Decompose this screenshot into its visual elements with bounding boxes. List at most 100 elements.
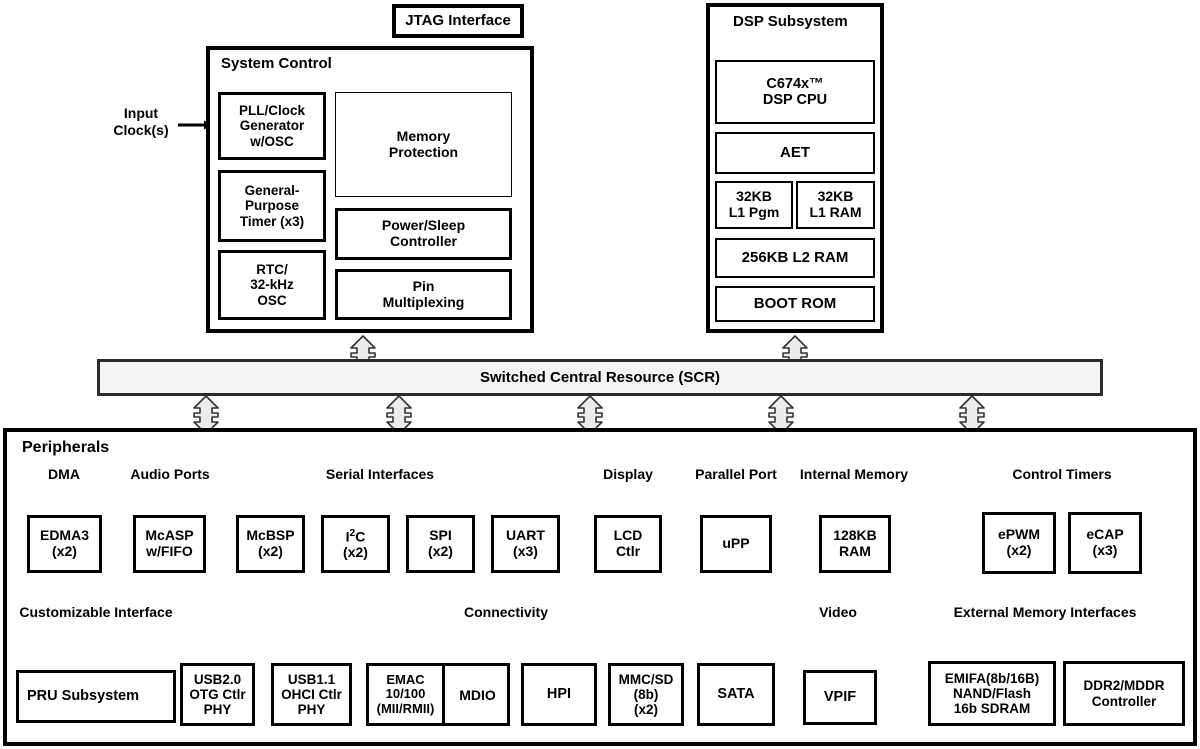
block-i2c[interactable]: I2C (x2) [321,515,390,573]
ddr2-line2: Controller [1091,693,1157,709]
block-32kb-l1-pgm[interactable]: 32KB L1 Pgm [715,181,793,229]
l2-ram-label: 256KB L2 RAM [741,248,849,266]
mcasp-line2: w/FIFO [146,543,193,559]
ram128-line2: RAM [839,543,871,559]
pwr-sleep-line2: Controller [390,233,457,249]
block-mdio[interactable]: MDIO [448,666,507,723]
l1-ram-line1: 32KB [817,188,854,205]
block-pll-clock-generator[interactable]: PLL/Clock Generator w/OSC [218,92,326,160]
system-control-title: System Control [221,55,332,72]
upp-label: uPP [722,535,750,552]
gp-timer-line3: Timer (x3) [239,213,305,229]
dsp-cpu-line2: DSP CPU [762,92,828,108]
l1-ram-line2: L1 RAM [809,204,862,220]
block-emifa[interactable]: EMIFA(8b/16B) NAND/Flash 16b SDRAM [928,661,1056,726]
block-power-sleep-controller[interactable]: Power/Sleep Controller [335,208,512,260]
emac-line3: (MII/RMII) [376,700,435,716]
group-label-video: Video [819,604,857,620]
pll-line2: Generator [239,118,305,134]
block-edma3[interactable]: EDMA3 (x2) [27,515,102,573]
mdio-label: MDIO [459,686,496,703]
block-jtag-interface[interactable]: JTAG Interface [392,4,524,38]
lcd-line2: Ctlr [615,543,641,559]
group-label-serial-interfaces: Serial Interfaces [325,466,435,482]
scr-label: Switched Central Resource (SCR) [479,369,721,386]
block-upp[interactable]: uPP [700,515,772,573]
block-rtc-32khz-osc[interactable]: RTC/ 32-kHz OSC [218,250,326,320]
emac-line2: 10/100 [385,686,426,702]
block-c674x-dsp-cpu[interactable]: C674x™ DSP CPU [715,60,875,124]
mmcsd-line3: (x2) [633,702,658,718]
block-ecap[interactable]: eCAP (x3) [1068,512,1142,574]
block-mcbsp[interactable]: McBSP (x2) [236,515,305,573]
spi-line1: SPI [429,527,452,544]
gp-timer-line1: General- [244,183,300,199]
group-label-audio-ports: Audio Ports [130,466,210,482]
emifa-line1: EMIFA(8b/16B) [944,670,1040,686]
block-lcd-ctlr[interactable]: LCD Ctlr [594,515,662,573]
i2c-line2: (x2) [343,543,368,560]
dsp-subsystem-title: DSP Subsystem [733,13,848,30]
usb11-line2: OHCI Ctlr [281,686,342,702]
block-memory-protection[interactable]: Memory Protection [335,92,512,197]
pll-line3: w/OSC [250,133,294,149]
l1-pgm-line1: 32KB [736,188,772,205]
pwr-sleep-line1: Power/Sleep [381,217,466,234]
group-label-customizable-interface: Customizable Interface [19,604,173,620]
pll-line1: PLL/Clock [238,103,305,119]
block-spi[interactable]: SPI (x2) [406,515,475,573]
sata-label: SATA [717,686,755,703]
mmcsd-line1: MMC/SD [618,671,674,687]
emifa-line3: 16b SDRAM [953,701,1031,717]
uart-line2: (x3) [513,543,538,559]
block-32kb-l1-ram[interactable]: 32KB L1 RAM [796,181,875,229]
block-128kb-ram[interactable]: 128KB RAM [819,515,891,573]
block-pin-multiplexing[interactable]: Pin Multiplexing [335,269,512,320]
block-ddr2-mddr-controller[interactable]: DDR2/MDDR Controller [1063,661,1185,726]
boot-rom-label: BOOT ROM [753,294,837,312]
block-general-purpose-timer[interactable]: General- Purpose Timer (x3) [218,170,326,242]
block-pru-subsystem[interactable]: PRU Subsystem [16,670,176,723]
usb11-line3: PHY [297,702,326,718]
aet-label: AET [780,143,810,161]
rtc-line1: RTC/ [256,262,288,278]
dsp-cpu-line1: C674x™ [766,75,824,92]
usb11-line1: USB1.1 [287,671,336,687]
emifa-line2: NAND/Flash [952,685,1031,701]
block-switched-central-resource[interactable]: Switched Central Resource (SCR) [97,359,1103,396]
block-mmc-sd[interactable]: MMC/SD (8b) (x2) [608,663,684,726]
group-label-external-memory-interfaces: External Memory Interfaces [953,604,1137,620]
block-hpi[interactable]: HPI [521,663,597,726]
block-mcasp[interactable]: McASP w/FIFO [133,515,206,573]
block-aet[interactable]: AET [715,132,875,174]
ram128-line1: 128KB [833,527,877,544]
input-clock-line1: Input [123,105,159,121]
mcbsp-line2: (x2) [258,543,283,559]
block-usb11-ohci[interactable]: USB1.1 OHCI Ctlr PHY [271,663,352,726]
rtc-line3: OSC [257,292,287,308]
block-emac[interactable]: EMAC 10/100 (MII/RMII) [369,666,445,723]
lcd-line1: LCD [613,527,643,544]
mem-prot-line2: Protection [388,143,459,160]
pin-mux-line2: Multiplexing [382,293,465,310]
usb20-line2: OTG Ctlr [189,686,246,702]
pin-mux-line1: Pin [412,277,435,294]
rtc-line2: 32-kHz [250,277,294,293]
group-label-control-timers: Control Timers [1012,466,1112,482]
epwm-line1: ePWM [998,526,1040,543]
block-vpif[interactable]: VPIF [803,670,877,725]
block-sata[interactable]: SATA [697,663,775,726]
block-usb20-otg[interactable]: USB2.0 OTG Ctlr PHY [180,663,255,726]
block-boot-rom[interactable]: BOOT ROM [715,286,875,322]
block-256kb-l2-ram[interactable]: 256KB L2 RAM [715,238,875,278]
mmcsd-line2: (8b) [633,686,659,702]
group-label-display: Display [603,466,653,482]
mcbsp-line1: McBSP [246,527,295,544]
ecap-line1: eCAP [1086,526,1124,543]
spi-line2: (x2) [428,543,453,559]
block-uart[interactable]: UART (x3) [491,515,560,573]
group-label-connectivity: Connectivity [463,604,548,620]
jtag-label: JTAG Interface [405,11,511,29]
group-label-parallel-port: Parallel Port [695,466,777,482]
block-epwm[interactable]: ePWM (x2) [982,512,1056,574]
